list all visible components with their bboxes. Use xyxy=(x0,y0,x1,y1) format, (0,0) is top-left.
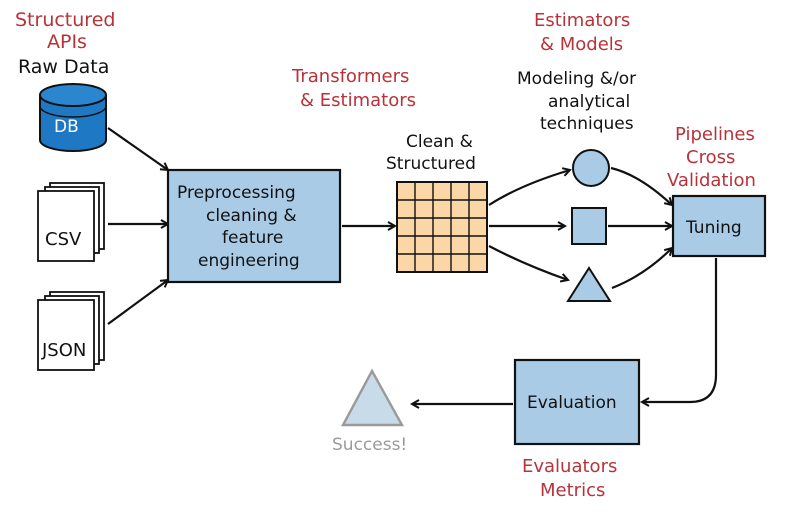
label-structured: Structured xyxy=(15,9,115,31)
arrow-json-to-preprocessing xyxy=(107,280,168,325)
label-and-estimators: & Estimators xyxy=(300,90,416,111)
label-transformers: Transformers xyxy=(291,66,409,87)
arrow-grid-to-triangle xyxy=(488,245,568,280)
label-and-models: & Models xyxy=(540,34,623,55)
db-label: DB xyxy=(54,117,79,137)
csv-label: CSV xyxy=(45,229,82,250)
label-analytical: analytical xyxy=(548,92,630,112)
preprocessing-line-3: feature xyxy=(222,228,283,248)
model-triangle-icon xyxy=(566,266,612,302)
json-label: JSON xyxy=(41,340,86,361)
label-techniques: techniques xyxy=(540,114,634,134)
arrow-db-to-preprocessing xyxy=(107,127,168,170)
evaluation-box xyxy=(513,358,641,446)
model-square-icon xyxy=(571,207,607,245)
arrow-grid-to-circle xyxy=(488,170,570,206)
preprocessing-line-1: Preprocessing xyxy=(177,183,296,203)
label-metrics: Metrics xyxy=(540,480,605,501)
db-cylinder-icon xyxy=(39,83,107,152)
label-structured-data: Structured xyxy=(386,154,476,174)
success-label: Success! xyxy=(332,435,407,455)
label-clean: Clean & xyxy=(406,132,473,152)
arrow-tuning-to-evaluation xyxy=(642,258,718,402)
tuning-box xyxy=(671,194,767,258)
model-circle-icon xyxy=(572,149,610,187)
arrow-circle-to-tuning xyxy=(610,166,672,205)
csv-file-icon xyxy=(37,182,105,262)
label-evaluators: Evaluators xyxy=(522,456,617,477)
label-modeling: Modeling &/or xyxy=(517,69,636,89)
label-pipelines: Pipelines xyxy=(675,124,755,145)
success-triangle-icon xyxy=(340,368,405,427)
arrow-triangle-to-tuning xyxy=(611,248,672,290)
label-apis: APIs xyxy=(47,31,87,53)
label-cross: Cross xyxy=(686,147,735,168)
label-validation: Validation xyxy=(667,170,756,191)
label-raw-data: Raw Data xyxy=(18,56,109,78)
preprocessing-line-2: cleaning & xyxy=(206,206,297,226)
tuning-label: Tuning xyxy=(685,218,742,238)
preprocessing-box xyxy=(166,168,342,284)
preprocessing-line-4: engineering xyxy=(198,251,300,271)
json-file-icon xyxy=(37,291,105,371)
label-estimators: Estimators xyxy=(534,10,630,31)
structured-data-grid xyxy=(396,181,488,273)
evaluation-label: Evaluation xyxy=(527,393,617,413)
